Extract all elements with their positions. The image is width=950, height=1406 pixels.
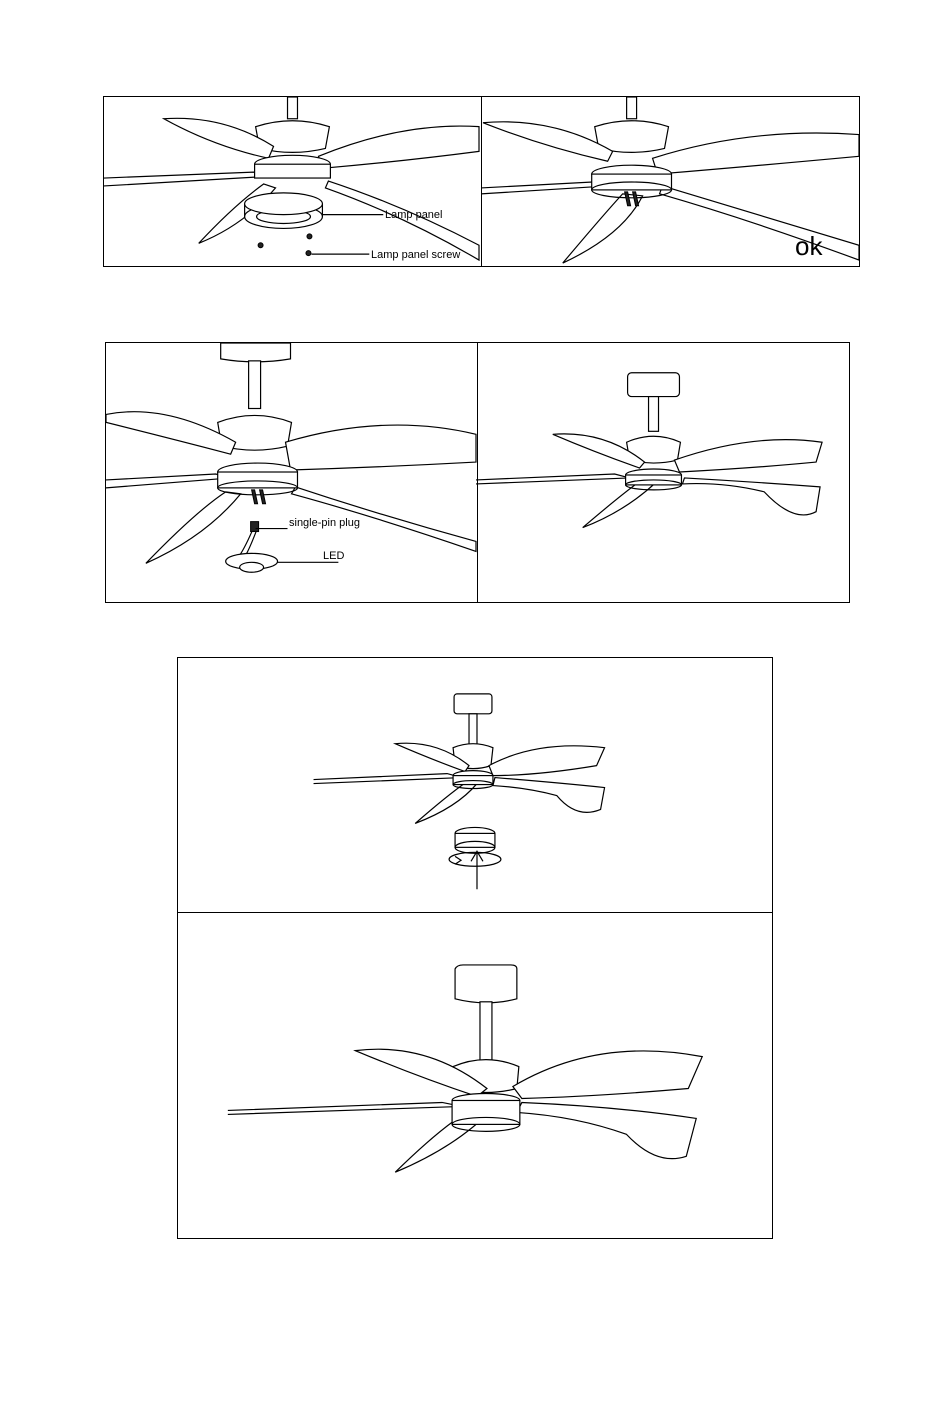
single-pin-plug-label: single-pin plug bbox=[289, 517, 360, 529]
led-label: LED bbox=[323, 550, 344, 562]
step-panel-row3 bbox=[177, 657, 773, 1239]
step-panel-row2: single-pin plug LED bbox=[105, 342, 850, 603]
lamp-panel-label: Lamp panel bbox=[385, 209, 443, 221]
fan-cover-install-and-final-diagram bbox=[178, 658, 772, 1238]
fan-lamp-panel-removal-diagram bbox=[104, 97, 859, 266]
lamp-panel-screw-label: Lamp panel screw bbox=[371, 249, 460, 261]
fan-led-connection-diagram bbox=[106, 343, 849, 602]
step-panel-row1: Lamp panel Lamp panel screw ok bbox=[103, 96, 860, 267]
ok-label: ok bbox=[795, 231, 822, 262]
